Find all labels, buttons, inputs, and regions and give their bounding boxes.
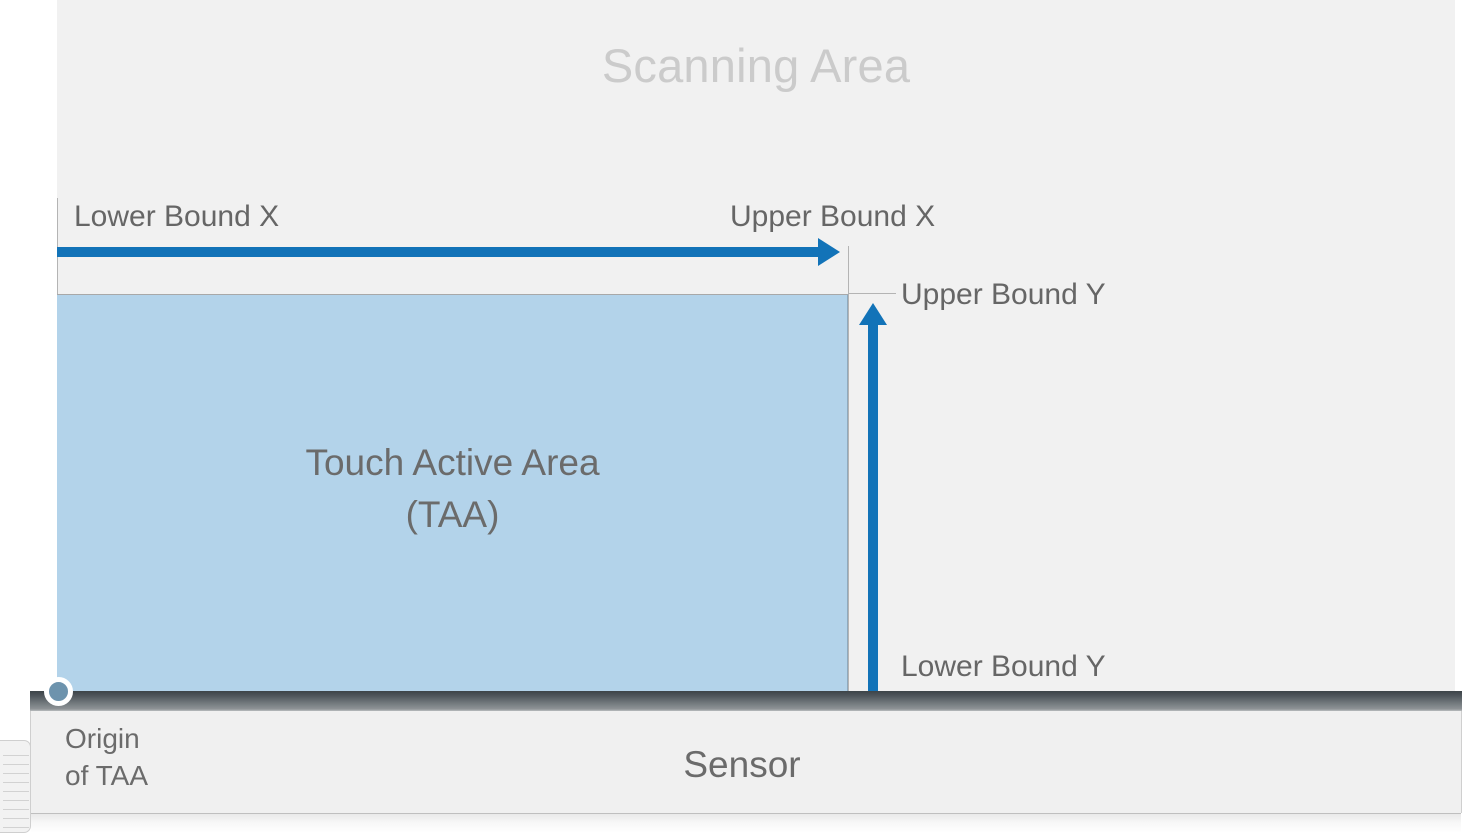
upper-bound-y-label: Upper Bound Y <box>901 278 1106 311</box>
guide-line-left-vertical <box>57 198 58 295</box>
scanning-area-title: Scanning Area <box>601 39 911 92</box>
lower-bound-y-label: Lower Bound Y <box>901 650 1106 683</box>
sensor-hairline <box>31 813 1461 814</box>
origin-dot-icon <box>44 677 73 706</box>
y-bound-arrow-stem <box>868 318 878 694</box>
sensor-label: Sensor <box>683 744 801 785</box>
guide-line-right-vertical <box>848 246 849 694</box>
upper-bound-x-label: Upper Bound X <box>730 200 936 233</box>
x-bound-arrow-stem <box>57 247 828 257</box>
sensor-top-edge <box>30 691 1462 711</box>
touch-active-area-label: Touch Active Area (TAA) <box>305 442 600 535</box>
guide-line-upper-bound-y-tick <box>848 293 896 294</box>
cable-connector-icon <box>0 740 31 833</box>
sensor-gloss-edge <box>31 814 1461 833</box>
origin-of-taa-label: Origin of TAA <box>65 723 149 791</box>
sensor-body <box>30 711 1462 813</box>
sensor-bar <box>30 691 1462 833</box>
touch-active-area-region <box>57 294 848 694</box>
lower-bound-x-label: Lower Bound X <box>74 200 280 233</box>
arrow-up-icon <box>859 303 887 325</box>
arrow-right-icon <box>818 238 840 266</box>
cable-connector-ribs <box>3 747 29 829</box>
